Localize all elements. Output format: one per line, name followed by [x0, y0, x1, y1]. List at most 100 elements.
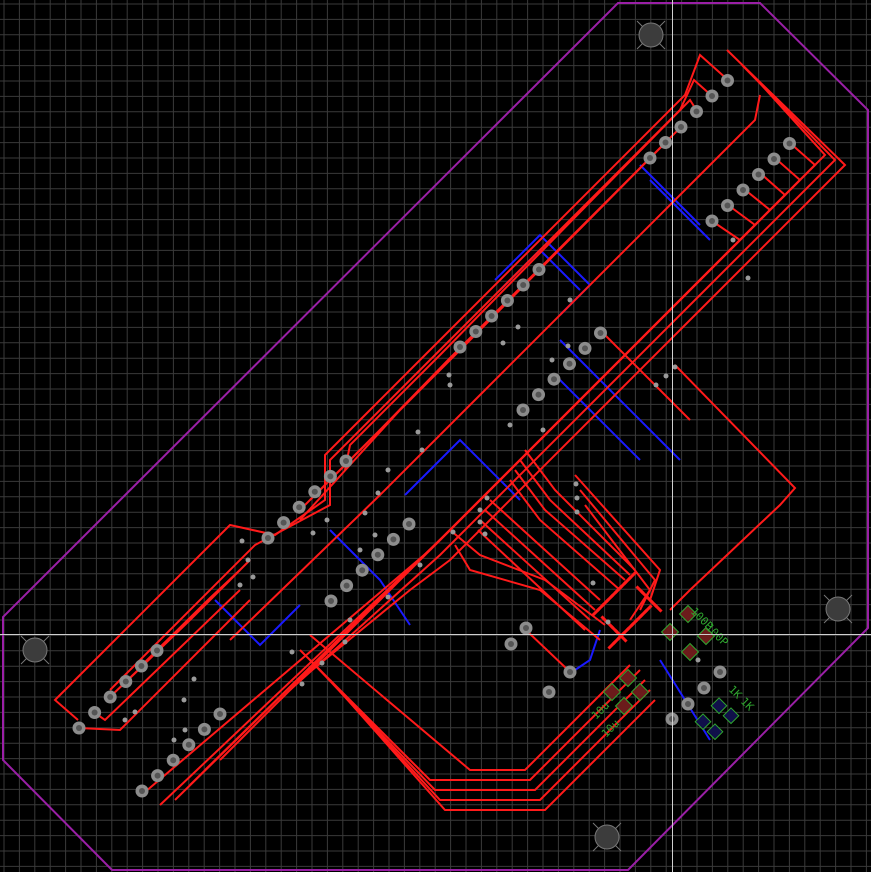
via[interactable] — [653, 382, 659, 388]
via[interactable] — [385, 594, 391, 600]
th-pad[interactable] — [752, 168, 765, 181]
th-pad[interactable] — [504, 637, 518, 651]
th-pad[interactable] — [736, 183, 750, 197]
ic-pad[interactable] — [618, 633, 628, 643]
th-pad[interactable] — [705, 214, 719, 228]
via[interactable] — [663, 373, 669, 379]
th-pad[interactable] — [166, 753, 180, 767]
via[interactable] — [250, 574, 256, 580]
ind-l2-pad-a[interactable] — [614, 696, 634, 716]
th-pad[interactable] — [690, 105, 703, 118]
ind-l1-pad-b[interactable] — [618, 668, 638, 688]
th-pad[interactable] — [103, 690, 117, 704]
th-pad[interactable] — [783, 137, 796, 150]
via[interactable] — [450, 529, 456, 535]
via[interactable] — [415, 429, 421, 435]
via[interactable] — [730, 237, 736, 243]
via[interactable] — [299, 681, 305, 687]
th-pad[interactable] — [721, 74, 734, 87]
via[interactable] — [417, 562, 423, 568]
res-r2-pad-a[interactable] — [706, 723, 724, 741]
via[interactable] — [385, 467, 391, 473]
via[interactable] — [540, 427, 546, 433]
via[interactable] — [549, 357, 555, 363]
th-pad[interactable] — [151, 769, 165, 783]
th-pad[interactable] — [371, 548, 385, 562]
via[interactable] — [191, 676, 197, 682]
th-pad[interactable] — [88, 706, 102, 719]
th-pad[interactable] — [713, 665, 727, 679]
th-pad[interactable] — [292, 500, 306, 514]
via[interactable] — [446, 372, 452, 378]
ic-pad[interactable] — [643, 604, 653, 614]
smd-components[interactable] — [602, 604, 740, 741]
th-pad[interactable] — [340, 579, 354, 593]
via[interactable] — [324, 517, 330, 523]
th-pad[interactable] — [197, 722, 211, 736]
cap-c1-pad-a[interactable] — [660, 622, 680, 642]
via[interactable] — [507, 422, 513, 428]
via[interactable] — [357, 547, 363, 553]
th-pad[interactable] — [721, 199, 734, 212]
th-pad[interactable] — [563, 357, 576, 371]
th-pad[interactable] — [532, 263, 546, 276]
res-r2-pad-b[interactable] — [722, 707, 740, 725]
th-pad[interactable] — [767, 152, 781, 166]
th-pad[interactable] — [542, 685, 556, 699]
via[interactable] — [565, 343, 571, 349]
via[interactable] — [419, 447, 425, 453]
th-pad[interactable] — [516, 403, 530, 417]
th-pad[interactable] — [532, 388, 545, 402]
cap-c1-pad-b[interactable] — [678, 604, 698, 624]
via[interactable] — [447, 382, 453, 388]
via[interactable] — [375, 490, 381, 496]
via[interactable] — [484, 495, 490, 501]
mounting-hole-icon[interactable] — [636, 20, 666, 50]
via[interactable] — [342, 639, 348, 645]
th-pad[interactable] — [135, 784, 149, 798]
via[interactable] — [574, 509, 580, 515]
via[interactable] — [573, 481, 579, 487]
top-copper-layer[interactable] — [53, 49, 847, 811]
vias[interactable] — [122, 237, 751, 743]
via[interactable] — [567, 297, 573, 303]
th-pad[interactable] — [519, 621, 533, 635]
th-pad[interactable] — [453, 340, 467, 354]
th-pad[interactable] — [324, 594, 338, 608]
th-pad[interactable] — [308, 485, 322, 499]
via[interactable] — [319, 660, 325, 666]
via[interactable] — [310, 530, 316, 536]
via[interactable] — [289, 649, 295, 655]
via[interactable] — [362, 510, 368, 516]
via[interactable] — [372, 532, 378, 538]
th-pad[interactable] — [213, 707, 227, 721]
through-hole-pads[interactable] — [72, 74, 797, 798]
via[interactable] — [605, 619, 611, 625]
th-pad[interactable] — [277, 516, 291, 530]
th-pad[interactable] — [134, 659, 148, 673]
th-pad[interactable] — [659, 136, 672, 149]
via[interactable] — [182, 727, 188, 733]
cap-c2-pad-b[interactable] — [696, 626, 716, 646]
via[interactable] — [132, 709, 138, 715]
via[interactable] — [515, 324, 521, 330]
th-pad[interactable] — [402, 517, 416, 531]
via[interactable] — [245, 557, 251, 563]
mounting-hole-icon[interactable] — [20, 635, 50, 665]
via[interactable] — [171, 737, 177, 743]
via[interactable] — [347, 617, 353, 623]
th-pad[interactable] — [674, 120, 688, 134]
th-pad[interactable] — [563, 665, 577, 679]
via[interactable] — [695, 657, 701, 663]
via[interactable] — [500, 340, 506, 346]
th-pad[interactable] — [72, 721, 86, 735]
via[interactable] — [482, 531, 488, 537]
ind-l1-pad-a[interactable] — [602, 682, 622, 702]
th-pad[interactable] — [261, 531, 275, 545]
th-pad[interactable] — [150, 644, 164, 657]
via[interactable] — [237, 582, 243, 588]
res-r1-pad-a[interactable] — [694, 713, 712, 731]
via[interactable] — [672, 364, 678, 370]
